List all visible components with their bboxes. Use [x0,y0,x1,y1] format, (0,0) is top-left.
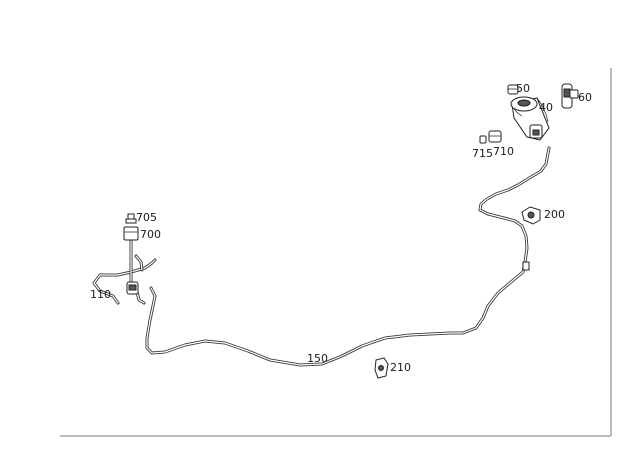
part-710-connector[interactable] [488,130,502,143]
part-60-pump[interactable] [561,83,579,109]
part-700-jet[interactable] [123,226,139,241]
label-200: 200 [544,208,565,221]
label-715: 715 [472,147,493,160]
label-110: 110 [90,288,111,301]
main-hose-150[interactable] [145,146,551,367]
label-40: 40 [539,101,553,114]
t-connector[interactable] [126,281,139,295]
part-705-nozzle[interactable] [125,213,137,224]
part-200-clamp[interactable] [521,206,541,225]
label-150: 150 [307,352,328,365]
label-705: 705 [136,211,157,224]
part-50-cap[interactable] [507,84,519,95]
label-60: 60 [578,91,592,104]
part-40-reservoir[interactable] [510,96,550,141]
label-50: 50 [516,82,530,95]
part-715-connector[interactable] [479,135,487,144]
label-710: 710 [493,145,514,158]
left-branch-hose-110[interactable] [92,236,157,305]
label-210: 210 [390,361,411,374]
hose-clip [522,261,530,271]
label-700: 700 [140,228,161,241]
part-210-clamp[interactable] [374,357,389,379]
